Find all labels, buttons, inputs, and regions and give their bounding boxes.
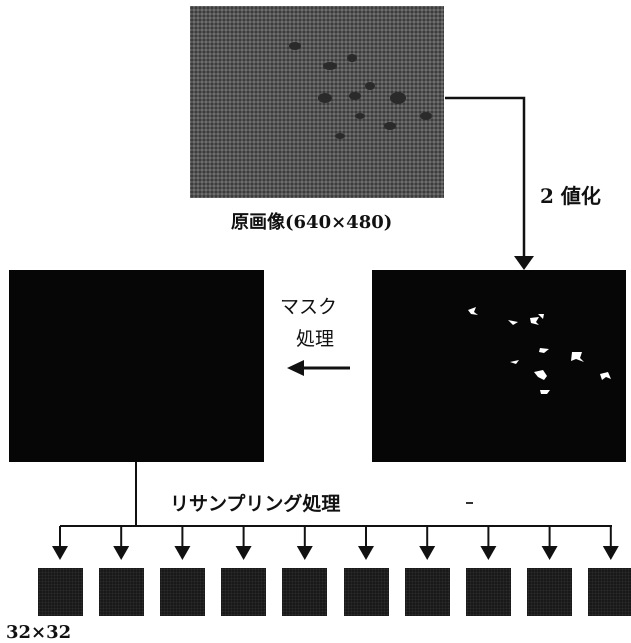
mask-label-line1: マスク (280, 296, 338, 318)
branch-arrowhead (235, 546, 252, 560)
mask-label-line2: 処理 (296, 328, 335, 350)
resampled-tile (37, 568, 83, 616)
binarize-arrowhead (514, 256, 534, 270)
resampled-tile (98, 568, 144, 616)
resampled-tile (221, 568, 267, 616)
mask-arrowhead (287, 360, 304, 376)
branch-arrowhead (541, 546, 558, 560)
branch-arrowhead (174, 546, 191, 560)
binarized-image (372, 270, 626, 462)
resample-branches (52, 526, 619, 560)
branch-arrowhead (113, 546, 130, 560)
branch-arrowhead (419, 546, 436, 560)
original-image (190, 6, 444, 198)
resampled-tile (282, 568, 328, 616)
binarized-objects (468, 307, 611, 394)
tile-size-caption: 32×32 (6, 622, 72, 643)
masked-image (9, 270, 264, 462)
resampled-tile (159, 568, 205, 616)
binarize-label: 2 値化 (540, 184, 601, 208)
branch-arrowhead (52, 546, 68, 560)
stray-dash (466, 502, 473, 504)
resampled-tile (343, 568, 389, 616)
resampled-tile (465, 568, 511, 616)
branch-arrowhead (358, 546, 374, 560)
resampled-tile (588, 568, 631, 616)
branch-arrowhead (296, 546, 313, 560)
resampled-tile (527, 568, 573, 616)
original-objects (289, 42, 432, 139)
binarize-connector (445, 96, 526, 258)
resample-label: リサンプリング処理 (170, 493, 341, 515)
resampled-tile (404, 568, 450, 616)
branch-arrowhead (602, 546, 619, 560)
branch-arrowhead (480, 546, 497, 560)
original-image-caption: 原画像(640×480) (231, 212, 393, 233)
